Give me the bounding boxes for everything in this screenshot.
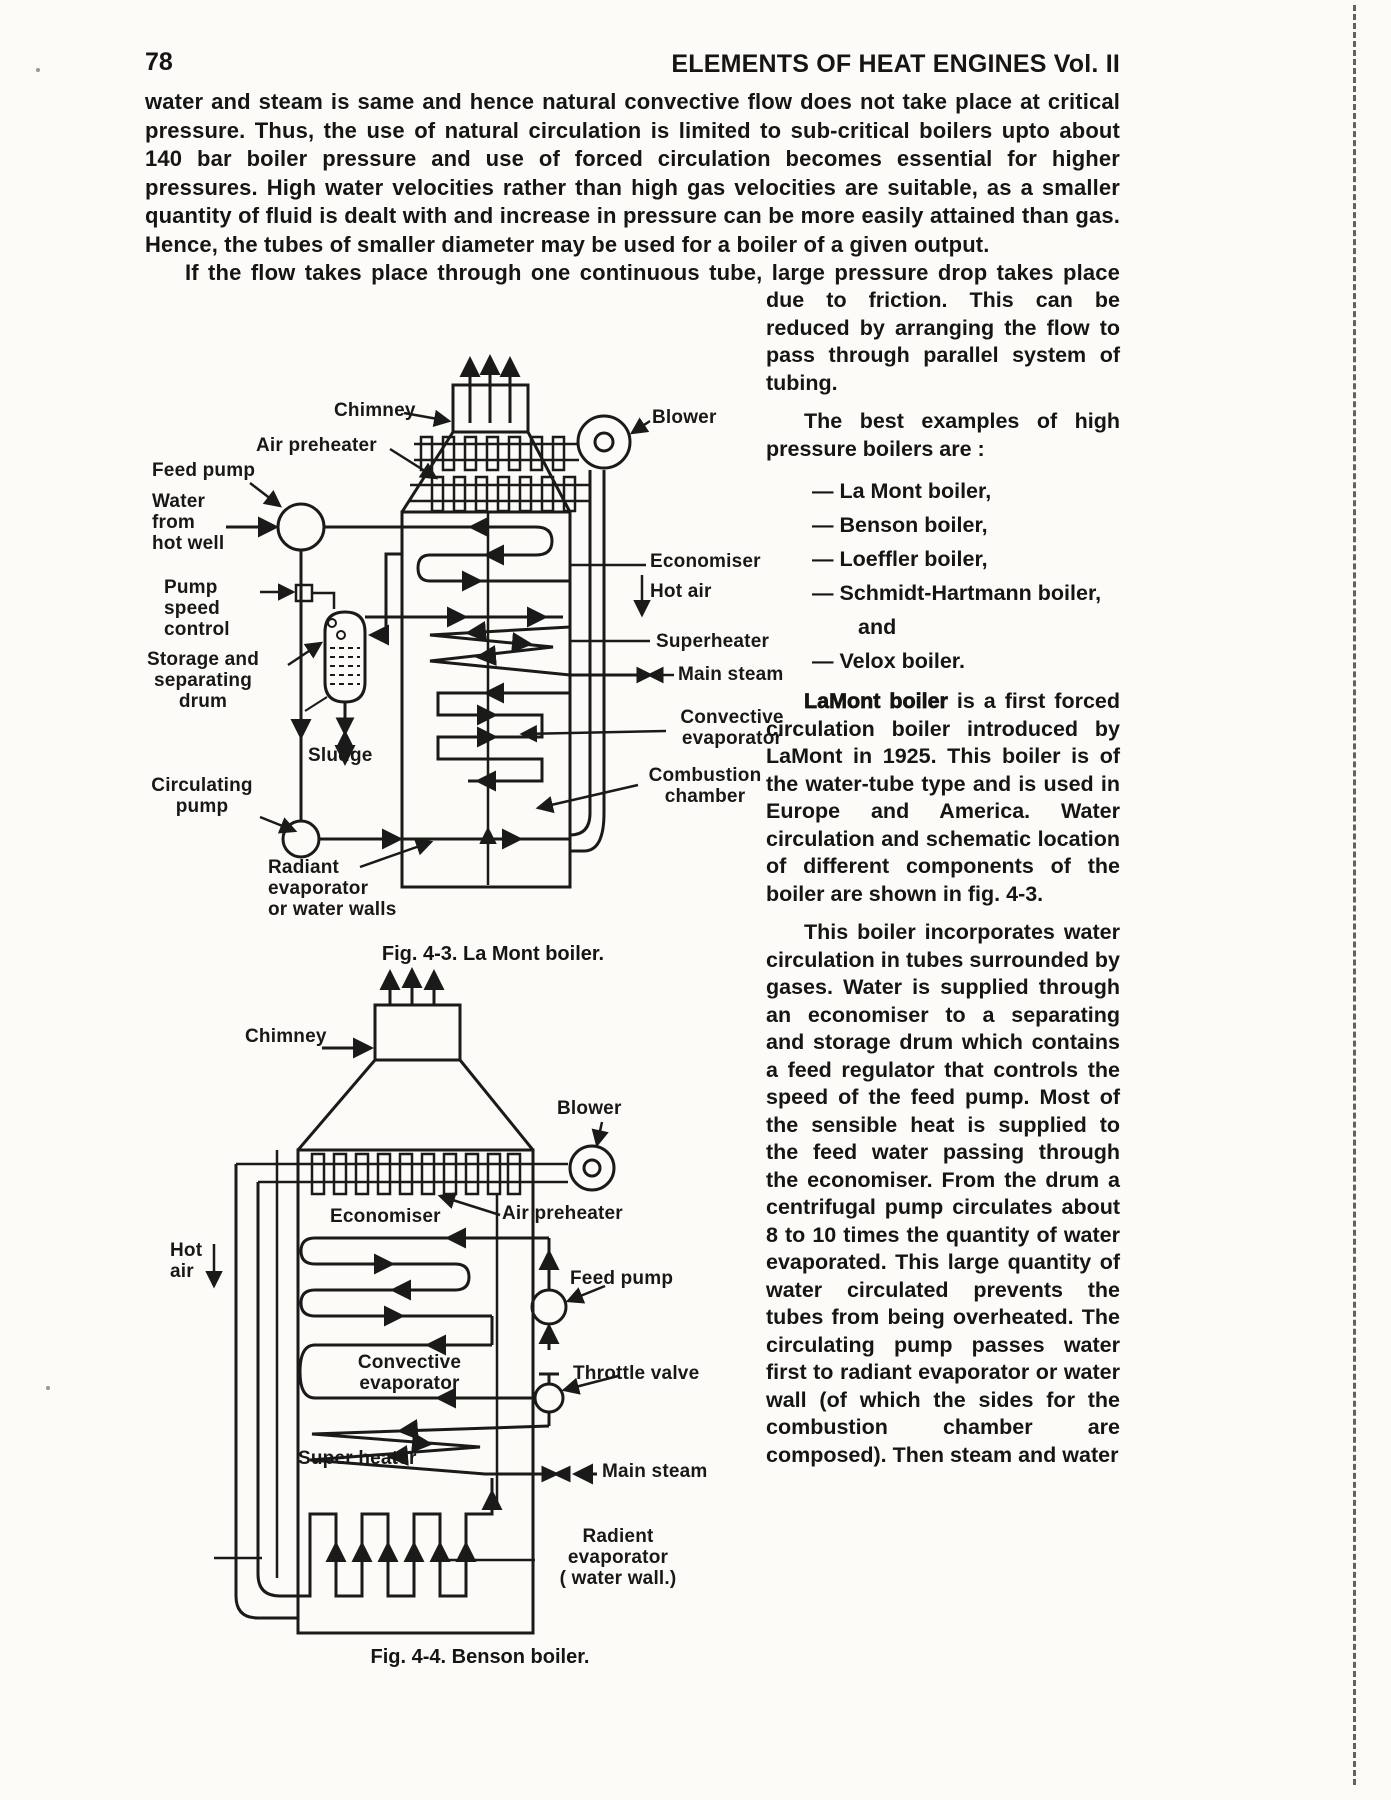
label-feed-pump: Feed pump bbox=[570, 1268, 674, 1289]
label-hot-air: Hot air bbox=[170, 1240, 203, 1282]
label-air-preheater: Air preheater bbox=[502, 1203, 623, 1224]
label-hot-air: Hot air bbox=[650, 581, 712, 602]
page-title: ELEMENTS OF HEAT ENGINES Vol. II bbox=[671, 50, 1120, 78]
label-circulating-pump: Circulating pump bbox=[151, 775, 253, 817]
la-mont-boiler-diagram bbox=[226, 354, 674, 889]
paragraph-lamont: LaMont boiler is a first forced circulat… bbox=[766, 688, 1120, 908]
scan-margin-line bbox=[1353, 5, 1356, 1785]
list-item: and bbox=[858, 615, 897, 639]
scan-speck bbox=[46, 1386, 50, 1390]
label-economiser: Economiser bbox=[330, 1206, 441, 1227]
lamont-boiler-lead: LaMont boiler bbox=[804, 689, 949, 714]
paragraph-examples-intro: The best examples of high pressure boile… bbox=[766, 409, 1120, 461]
label-storage-drum: Storage and separating drum bbox=[147, 649, 259, 712]
label-blower: Blower bbox=[652, 407, 717, 428]
figure-4-4-caption: Fig. 4-4. Benson boiler. bbox=[370, 1646, 590, 1668]
figure-benson-boiler: Chimney Blower Economiser Air preheater … bbox=[150, 858, 810, 1688]
boiler-list: — La Mont boiler, — Benson boiler, — Loe… bbox=[766, 474, 1120, 678]
label-sludge: Sludge bbox=[308, 745, 373, 766]
label-throttle-valve: Throttle valve bbox=[573, 1363, 700, 1384]
benson-boiler-diagram bbox=[205, 967, 619, 1635]
label-radiant-evaporator: Radiant evaporator or water walls bbox=[268, 857, 397, 920]
label-superheater: Superheater bbox=[656, 631, 770, 652]
list-item: — Schmidt-Hartmann boiler, bbox=[812, 581, 1102, 605]
label-superheater: Super heater bbox=[298, 1448, 417, 1469]
label-convective-evaporator: Convective evaporator bbox=[680, 707, 784, 749]
list-item: — Loeffler boiler, bbox=[812, 547, 988, 571]
paragraph-friction: due to friction. This can be reduced by … bbox=[766, 288, 1120, 395]
label-convective-evaporator: Convective evaporator bbox=[357, 1352, 462, 1394]
paragraph-boiler-description: This boiler incorporates water circulati… bbox=[766, 920, 1120, 1467]
label-air-preheater: Air preheater bbox=[256, 435, 377, 456]
label-chimney: Chimney bbox=[334, 400, 416, 421]
right-text-column: due to friction. This can be reduced by … bbox=[766, 287, 1120, 1480]
figure-la-mont-boiler: Chimney Air preheater Blower Feed pump W… bbox=[138, 345, 808, 985]
label-blower: Blower bbox=[557, 1098, 622, 1119]
list-item: — Velox boiler. bbox=[812, 649, 965, 673]
label-water-from-hot-well: Water from hot well bbox=[152, 491, 225, 554]
intro-paragraph-2-first-line: If the flow takes place through one cont… bbox=[185, 260, 1120, 285]
label-pump-speed-control: Pump speed control bbox=[164, 577, 230, 640]
label-feed-pump: Feed pump bbox=[152, 460, 256, 481]
list-item: — Benson boiler, bbox=[812, 513, 988, 537]
label-main-steam: Main steam bbox=[678, 664, 784, 685]
figure-4-3-caption: Fig. 4-3. La Mont boiler. bbox=[381, 943, 605, 965]
label-combustion-chamber: Combustion chamber bbox=[648, 765, 762, 807]
scan-speck bbox=[36, 68, 40, 72]
label-radiant-evaporator: Radient evaporator ( water wall.) bbox=[559, 1526, 677, 1589]
intro-paragraph: water and steam is same and hence natura… bbox=[145, 89, 1120, 257]
label-chimney: Chimney bbox=[245, 1026, 327, 1047]
list-item: — La Mont boiler, bbox=[812, 479, 992, 503]
label-main-steam: Main steam bbox=[602, 1461, 708, 1482]
label-economiser: Economiser bbox=[650, 551, 761, 572]
lamont-boiler-text: is a first forced circulation boiler int… bbox=[766, 689, 1121, 906]
page-number: 78 bbox=[145, 48, 173, 76]
